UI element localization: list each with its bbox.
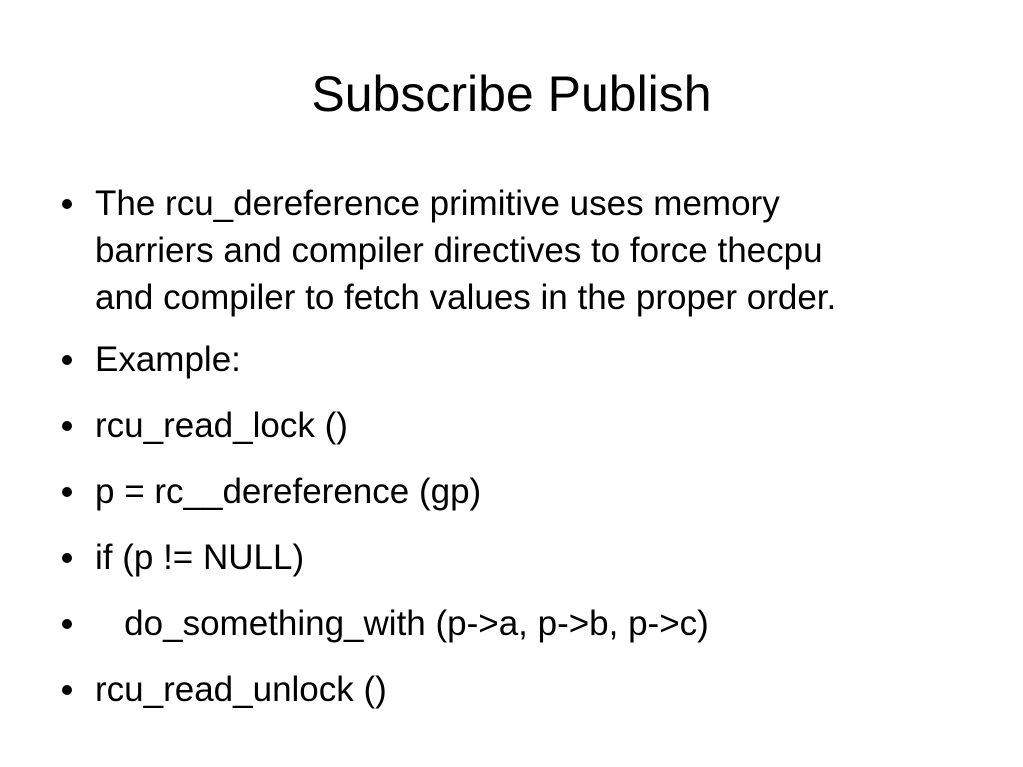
bullet-dot-icon — [62, 553, 72, 563]
bullet-item-rcu-dereference-description: The rcu_dereference primitive uses memor… — [62, 180, 995, 321]
bullet-text: p = rc__dereference (gp) — [95, 472, 482, 511]
bullet-text-line-2: barriers and compiler directives to forc… — [95, 231, 823, 270]
bullet-text: rcu_read_unlock () — [95, 670, 387, 709]
bullet-text-line-1: The rcu_dereference primitive uses memor… — [95, 184, 780, 223]
bullet-text-line-3: and compiler to fetch values in the prop… — [95, 278, 837, 317]
bullet-text: rcu_read_lock () — [95, 406, 348, 445]
bullet-item-example: Example: — [62, 336, 995, 383]
bullet-dot-icon — [62, 619, 72, 629]
bullet-item-null-check: if (p != NULL) — [62, 534, 995, 581]
bullet-item-do-something: do_something_with (p->a, p->b, p->c) — [62, 600, 995, 647]
bullet-dot-icon — [62, 199, 72, 209]
bullet-item-read-lock: rcu_read_lock () — [62, 402, 995, 449]
bullet-dot-icon — [62, 421, 72, 431]
bullet-text: if (p != NULL) — [95, 538, 305, 577]
bullet-text: do_something_with (p->a, p->b, p->c) — [95, 604, 709, 643]
bullet-dot-icon — [62, 685, 72, 695]
bullet-text: Example: — [95, 340, 241, 379]
bullet-dot-icon — [62, 355, 72, 365]
bullet-dot-icon — [62, 487, 72, 497]
bullet-item-read-unlock: rcu_read_unlock () — [62, 666, 995, 713]
slide-title: Subscribe Publish — [311, 66, 712, 122]
bullet-item-dereference-call: p = rc__dereference (gp) — [62, 468, 995, 515]
